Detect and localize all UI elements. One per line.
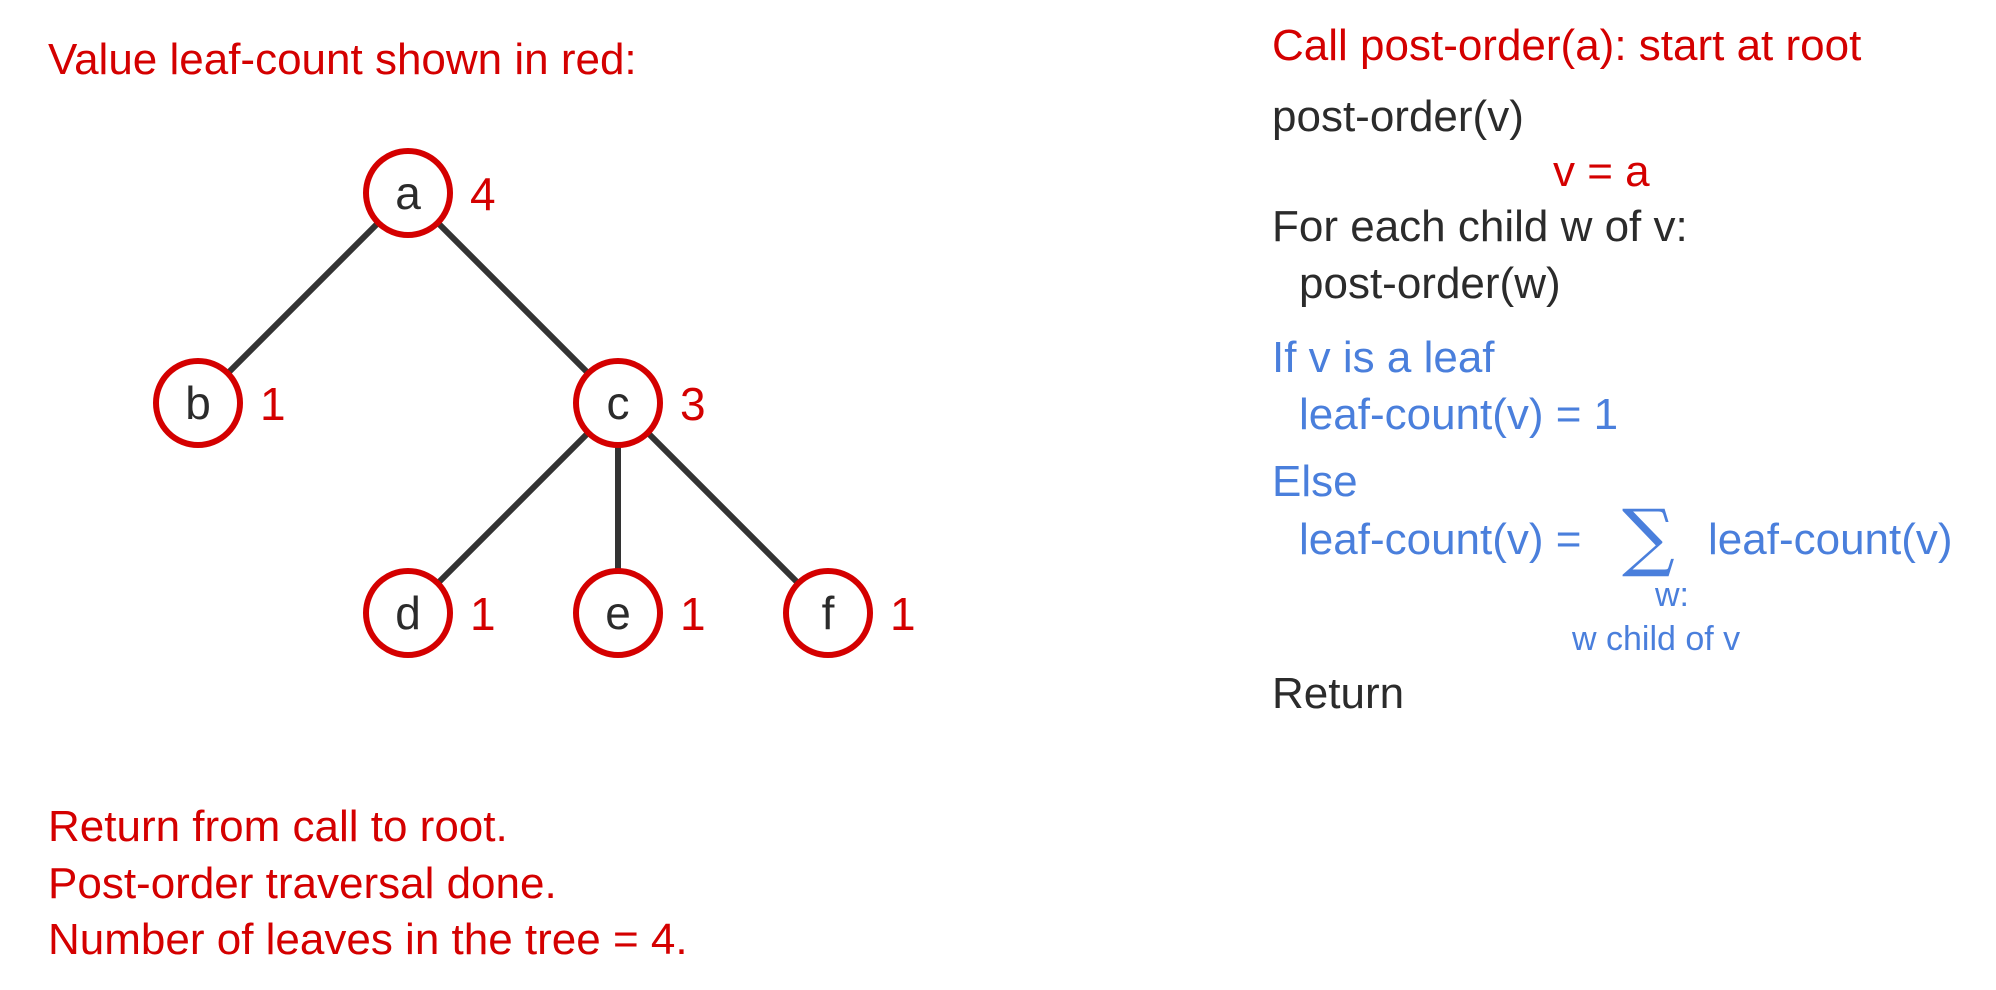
code-else-lhs: leaf-count(v) =: [1299, 515, 1582, 564]
tree-edge-a-b: [195, 190, 411, 406]
footer-line-1: Return from call to root.: [48, 802, 508, 851]
leaf-count-value-c: 3: [680, 378, 706, 430]
variable-binding: v = a: [1553, 147, 1650, 196]
code-return-line: Return: [1272, 669, 1405, 718]
tree-node-circle-a: [363, 148, 453, 238]
call-header: Call post-order(a): start at root: [1272, 21, 1862, 70]
footer-line-2: Post-order traversal done.: [48, 859, 557, 908]
code-loop-line: For each child w of v:: [1272, 202, 1688, 251]
leaf-count-value-a: 4: [470, 168, 496, 220]
leaf-count-value-b: 1: [260, 378, 286, 430]
tree-node-label-a: a: [395, 167, 421, 219]
summation-subscript-2: w child of v: [1572, 620, 1741, 658]
code-else-line: Else: [1272, 457, 1358, 506]
code-if-body: leaf-count(v) = 1: [1299, 390, 1619, 439]
code-else-rhs: leaf-count(v): [1708, 515, 1953, 564]
summation-subscript-1: w:: [1655, 576, 1689, 614]
tree-edge-c-f: [615, 400, 831, 616]
leaf-count-value-d: 1: [470, 588, 496, 640]
code-signature: post-order(v): [1272, 92, 1524, 141]
footer-line-3: Number of leaves in the tree = 4.: [48, 915, 688, 964]
leaf-count-value-f: 1: [890, 588, 916, 640]
tree-node-label-b: b: [185, 377, 211, 429]
tree-node-label-d: d: [395, 587, 421, 639]
code-loop-body: post-order(w): [1299, 259, 1561, 308]
diagram-title: Value leaf-count shown in red:: [48, 35, 637, 84]
tree-node-circle-c: [573, 358, 663, 448]
tree-edge-c-d: [405, 400, 621, 616]
tree-edges: [195, 190, 831, 616]
tree-node-circle-d: [363, 568, 453, 658]
tree-node-circle-e: [573, 568, 663, 658]
tree-node-circle-f: [783, 568, 873, 658]
tree-node-label-c: c: [607, 377, 630, 429]
tree-node-label-f: f: [822, 587, 835, 639]
tree-node-label-e: e: [605, 587, 631, 639]
leaf-count-value-e: 1: [680, 588, 706, 640]
code-if-line: If v is a leaf: [1272, 333, 1495, 382]
tree-edge-a-c: [405, 190, 621, 406]
summation-symbol: ∑: [1622, 494, 1675, 580]
tree-node-circle-b: [153, 358, 243, 448]
